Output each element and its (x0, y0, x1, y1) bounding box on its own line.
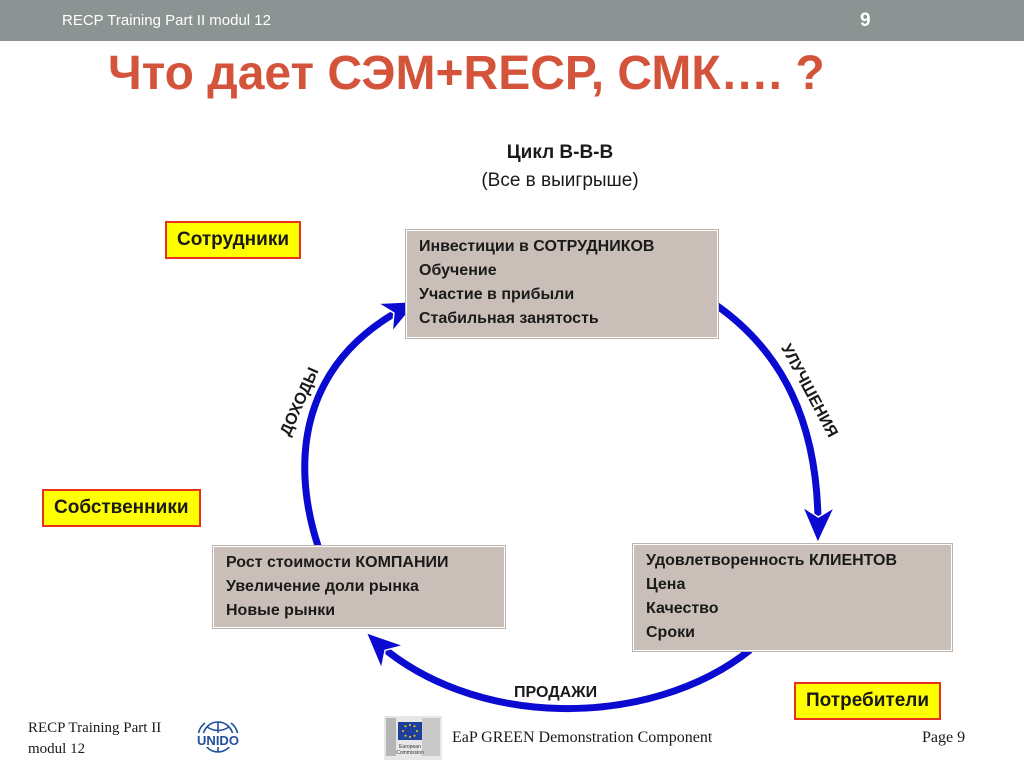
footer-course-line1: RECP Training Part II (28, 720, 162, 736)
box-employees-line: Инвестиции в СОТРУДНИКОВ (419, 238, 655, 255)
label-sales: ПРОДАЖИ (514, 684, 598, 701)
footer-course-line2: modul 12 (28, 741, 86, 757)
eu-commission-logo: European Commission (384, 716, 442, 760)
header-bar: RECP Training Part II modul 12 9 (0, 0, 1024, 41)
eu-logo-text-1: European (399, 744, 421, 750)
role-consumers: Потребители (794, 682, 942, 720)
box-company: Рост стоимости КОМПАНИИ Увеличение доли … (213, 546, 505, 628)
arrow-sales (372, 638, 754, 714)
box-company-line: Увеличение доли рынка (226, 578, 419, 595)
role-employees: Сотрудники (165, 221, 302, 259)
unido-logo-text: UNIDO (197, 733, 239, 748)
box-company-line: Новые рынки (226, 602, 336, 619)
slide-number: 9 (860, 10, 871, 31)
header-course-title: RECP Training Part II modul 12 (62, 12, 271, 29)
box-clients-line: Цена (646, 576, 686, 593)
box-clients: Удовлетворенность КЛИЕНТОВ Цена Качество… (633, 544, 952, 651)
box-clients-line: Удовлетворенность КЛИЕНТОВ (646, 552, 898, 569)
role-owners: Собственники (42, 489, 201, 527)
box-employees-line: Стабильная занятость (419, 310, 599, 327)
box-company-line: Рост стоимости КОМПАНИИ (226, 554, 449, 571)
footer-page: Page 9 (922, 729, 966, 746)
footer-course: RECP Training Part II modul 12 (28, 718, 161, 760)
cycle-title: Цикл В-В-В (506, 142, 614, 163)
box-employees-line: Участие в прибыли (419, 286, 575, 303)
box-clients-line: Качество (646, 600, 719, 617)
arrow-improvements (712, 300, 818, 535)
box-employees-line: Обучение (419, 262, 497, 279)
box-clients-line: Сроки (646, 624, 695, 641)
unido-logo: UNIDO (196, 721, 240, 753)
arrow-income (299, 300, 410, 548)
box-employees: Инвестиции в СОТРУДНИКОВ Обучение Участи… (406, 230, 718, 338)
eu-logo-text-2: Commission (396, 750, 424, 756)
slide-title: Что дает СЭМ+RECP, СМК…. ? (108, 47, 825, 100)
footer-component: EaP GREEN Demonstration Component (452, 729, 713, 746)
cycle-subtitle: (Все в выигрыше) (481, 170, 639, 191)
